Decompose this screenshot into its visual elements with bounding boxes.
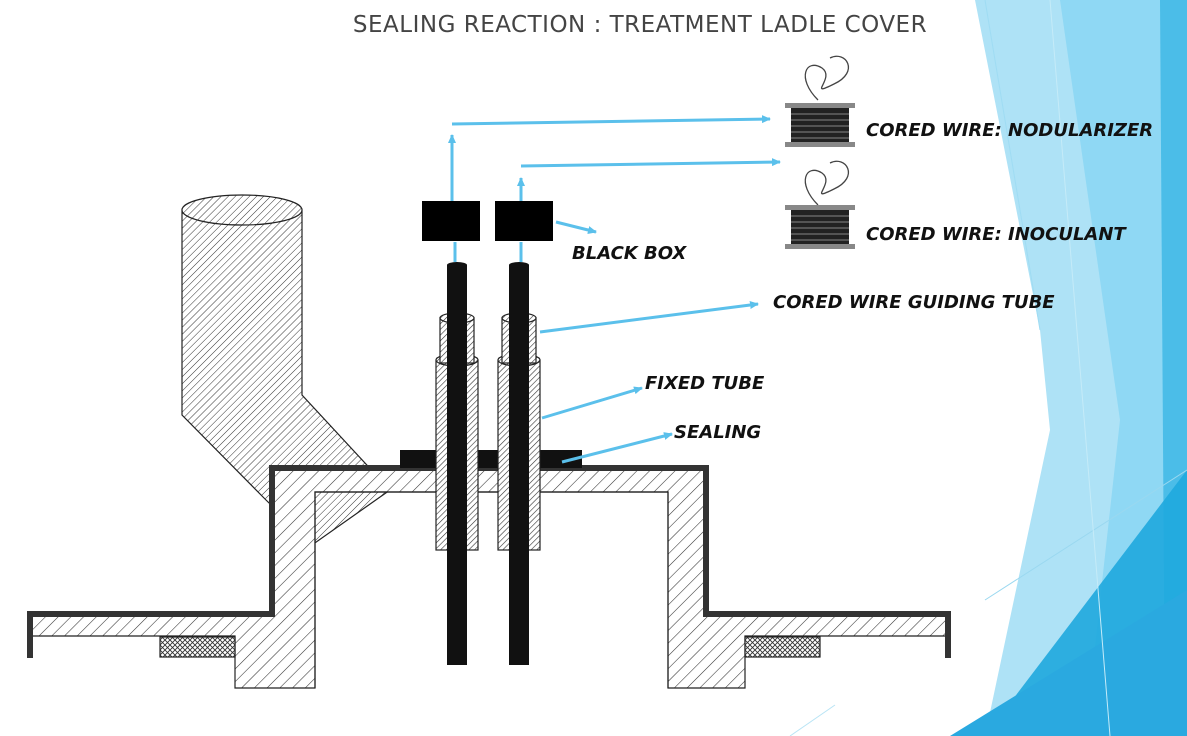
ladle-cover-body — [27, 465, 951, 689]
label-inoculant: CORED WIRE: INOCULANT — [866, 224, 1126, 245]
label-black-box: BLACK BOX — [572, 243, 687, 264]
pouring-spout — [181, 194, 391, 546]
black-box-left — [422, 201, 480, 241]
connector-arrows — [448, 115, 781, 464]
page-title: SEALING REACTION : TREATMENT LADLE COVER — [352, 12, 928, 38]
label-guiding-tube: CORED WIRE GUIDING TUBE — [773, 292, 1055, 313]
sealing-plate — [400, 450, 582, 468]
label-sealing: SEALING — [674, 422, 762, 443]
black-box-right — [495, 201, 553, 241]
background-accent — [789, 0, 1187, 736]
label-nodularizer: CORED WIRE: NODULARIZER — [866, 120, 1154, 141]
spool-nodularizer-icon — [785, 55, 855, 147]
spool-inoculant-icon — [785, 160, 855, 249]
label-fixed-tube: FIXED TUBE — [645, 373, 765, 394]
cored-wires — [447, 262, 529, 665]
